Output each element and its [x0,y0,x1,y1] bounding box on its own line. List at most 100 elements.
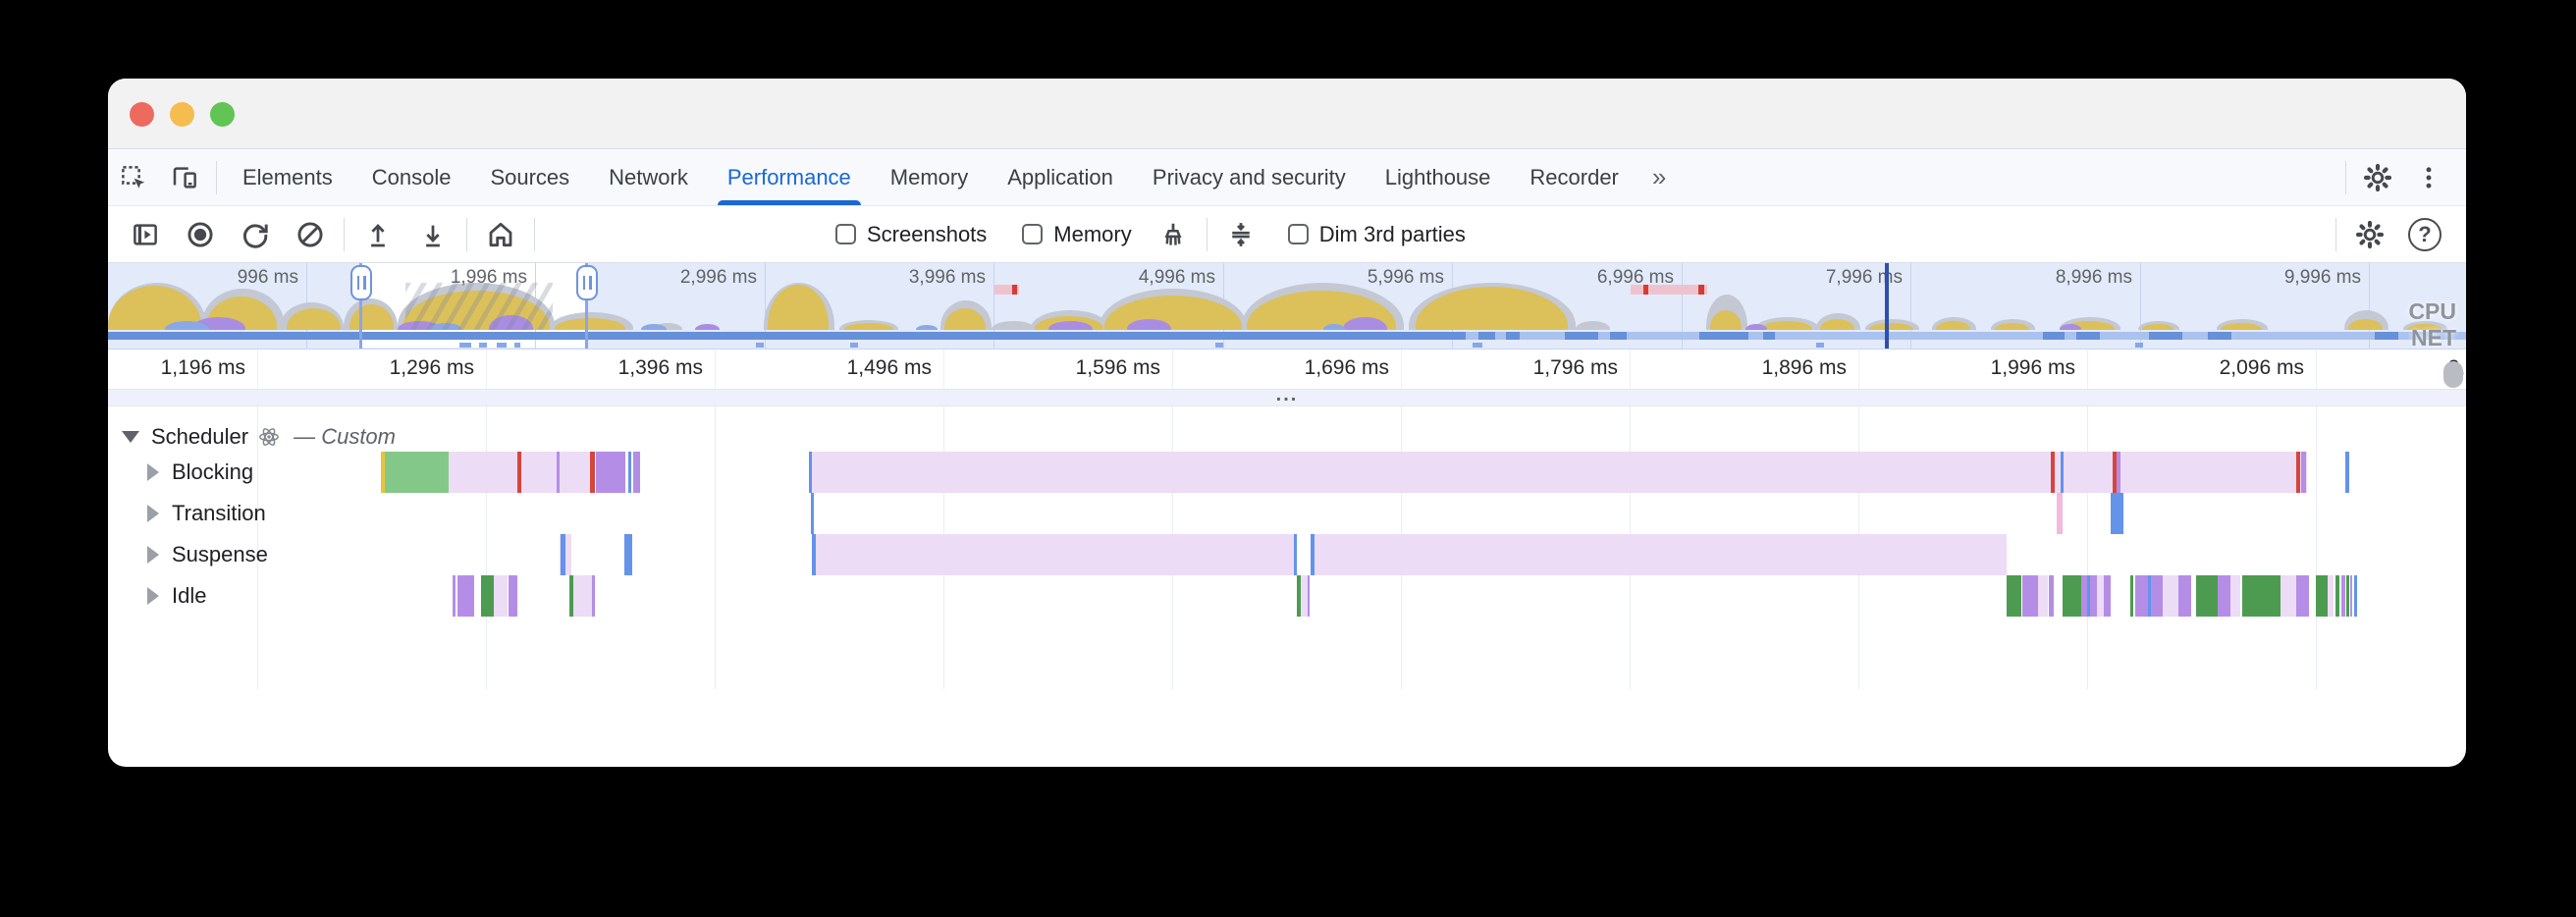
track-bar[interactable] [590,452,595,493]
track-bar[interactable] [569,575,573,617]
track-bar[interactable] [1311,534,2007,575]
track-bar[interactable] [573,575,592,617]
expand-triangle-icon[interactable] [147,505,159,522]
track-bar[interactable] [812,534,816,575]
track-bar[interactable] [1308,575,1310,617]
track-bar[interactable] [2242,575,2281,617]
collect-garbage-button[interactable] [1146,212,1201,257]
track-bar[interactable] [457,575,474,617]
capture-settings-button[interactable] [2342,212,2397,257]
selection-right-handle[interactable] [576,265,598,300]
track-bar[interactable] [2038,575,2048,617]
live-metrics-home-button[interactable] [473,212,528,257]
track-bar[interactable] [2117,452,2120,493]
show-live-metrics-button[interactable] [118,212,173,257]
track-bar[interactable] [596,452,625,493]
tab-application[interactable]: Application [1007,165,1113,189]
track-bar[interactable] [811,493,814,534]
track-bar[interactable] [2049,575,2054,617]
track-bar[interactable] [809,452,2307,493]
track-bar[interactable] [2130,575,2133,617]
track-bar[interactable] [2057,493,2063,534]
track-bar[interactable] [592,575,595,617]
track-bar[interactable] [2230,575,2240,617]
tab-memory[interactable]: Memory [889,165,969,189]
track-bar[interactable] [1311,534,1315,575]
track-bar[interactable] [2354,575,2357,617]
memory-checkbox-label[interactable]: Memory [1022,222,1132,247]
track-bar[interactable] [2350,575,2352,617]
tab-elements[interactable]: Elements [242,165,333,189]
track-bar[interactable] [2113,452,2117,493]
track-bar[interactable] [557,452,560,493]
track-row-label-idle[interactable]: Idle [147,575,206,617]
record-and-reload-button[interactable] [228,212,283,257]
track-bar[interactable] [812,534,1296,575]
scheduler-track-header[interactable]: Scheduler — Custom [122,422,396,452]
track-bar[interactable] [2163,575,2178,617]
track-bar[interactable] [2007,575,2021,617]
track-row-label-blocking[interactable]: Blocking [147,452,253,493]
tab-lighthouse[interactable]: Lighthouse [1384,165,1491,189]
track-bar[interactable] [494,575,508,617]
track-bar[interactable] [2335,575,2339,617]
tab-sources[interactable]: Sources [490,165,570,189]
clear-recording-button[interactable] [283,212,338,257]
tab-privacy-and-security[interactable]: Privacy and security [1152,165,1346,189]
track-bar[interactable] [2296,575,2309,617]
vertical-scrollbar-thumb[interactable] [2443,361,2463,388]
panel-resize-handle[interactable]: ... [108,385,2466,406]
more-tabs-button[interactable]: » [1651,162,1667,191]
track-bar[interactable] [453,575,456,617]
tab-console[interactable]: Console [371,165,452,189]
devtools-settings-button[interactable] [2352,154,2403,201]
collapse-triangle-icon[interactable] [122,431,139,443]
feedback-help-button[interactable]: ? [2397,212,2452,257]
devtools-menu-button[interactable] [2403,154,2454,201]
dim-3rd-parties-checkbox[interactable] [1287,224,1309,244]
dim-3rd-parties-checkbox-label[interactable]: Dim 3rd parties [1287,222,1466,247]
close-window-button[interactable] [130,102,154,127]
screenshots-checkbox[interactable] [835,224,856,244]
track-bar[interactable] [624,534,632,575]
selection-right-handle-line[interactable] [585,263,588,349]
track-row-label-suspense[interactable]: Suspense [147,534,268,575]
track-bar[interactable] [2345,452,2349,493]
minimize-window-button[interactable] [170,102,194,127]
track-bar[interactable] [2111,493,2123,534]
track-bar[interactable] [809,452,812,493]
inspect-element-button[interactable] [108,154,159,201]
selection-left-handle[interactable] [350,265,372,300]
tab-recorder[interactable]: Recorder [1530,165,1619,189]
track-bar[interactable] [2148,575,2151,617]
screenshots-checkbox-label[interactable]: Screenshots [835,222,987,247]
toggle-device-toolbar-button[interactable] [159,154,210,201]
track-bar[interactable] [633,452,640,493]
track-bar[interactable] [2087,575,2090,617]
track-bar[interactable] [2316,575,2328,617]
track-bar[interactable] [2196,575,2218,617]
track-bar[interactable] [385,452,449,493]
track-bar[interactable] [1301,575,1310,617]
tab-network[interactable]: Network [609,165,688,189]
selection-left-handle-line[interactable] [359,263,362,349]
playhead-line[interactable] [1885,263,1889,349]
track-bar[interactable] [481,575,494,617]
track-bar[interactable] [2063,575,2081,617]
shrink-timeline-button[interactable] [1213,212,1268,257]
track-bar[interactable] [2061,452,2064,493]
track-bar[interactable] [2346,575,2349,617]
track-bar[interactable] [2341,575,2345,617]
load-profile-button[interactable] [350,212,405,257]
track-bar[interactable] [2296,452,2300,493]
track-bar[interactable] [2097,575,2104,617]
track-bar[interactable] [2104,575,2111,617]
track-bar[interactable] [2218,575,2230,617]
tab-performance[interactable]: Performance [708,149,871,205]
expand-triangle-icon[interactable] [147,463,159,481]
track-bar[interactable] [517,452,521,493]
record-button[interactable] [173,212,228,257]
track-bar[interactable] [2301,452,2306,493]
